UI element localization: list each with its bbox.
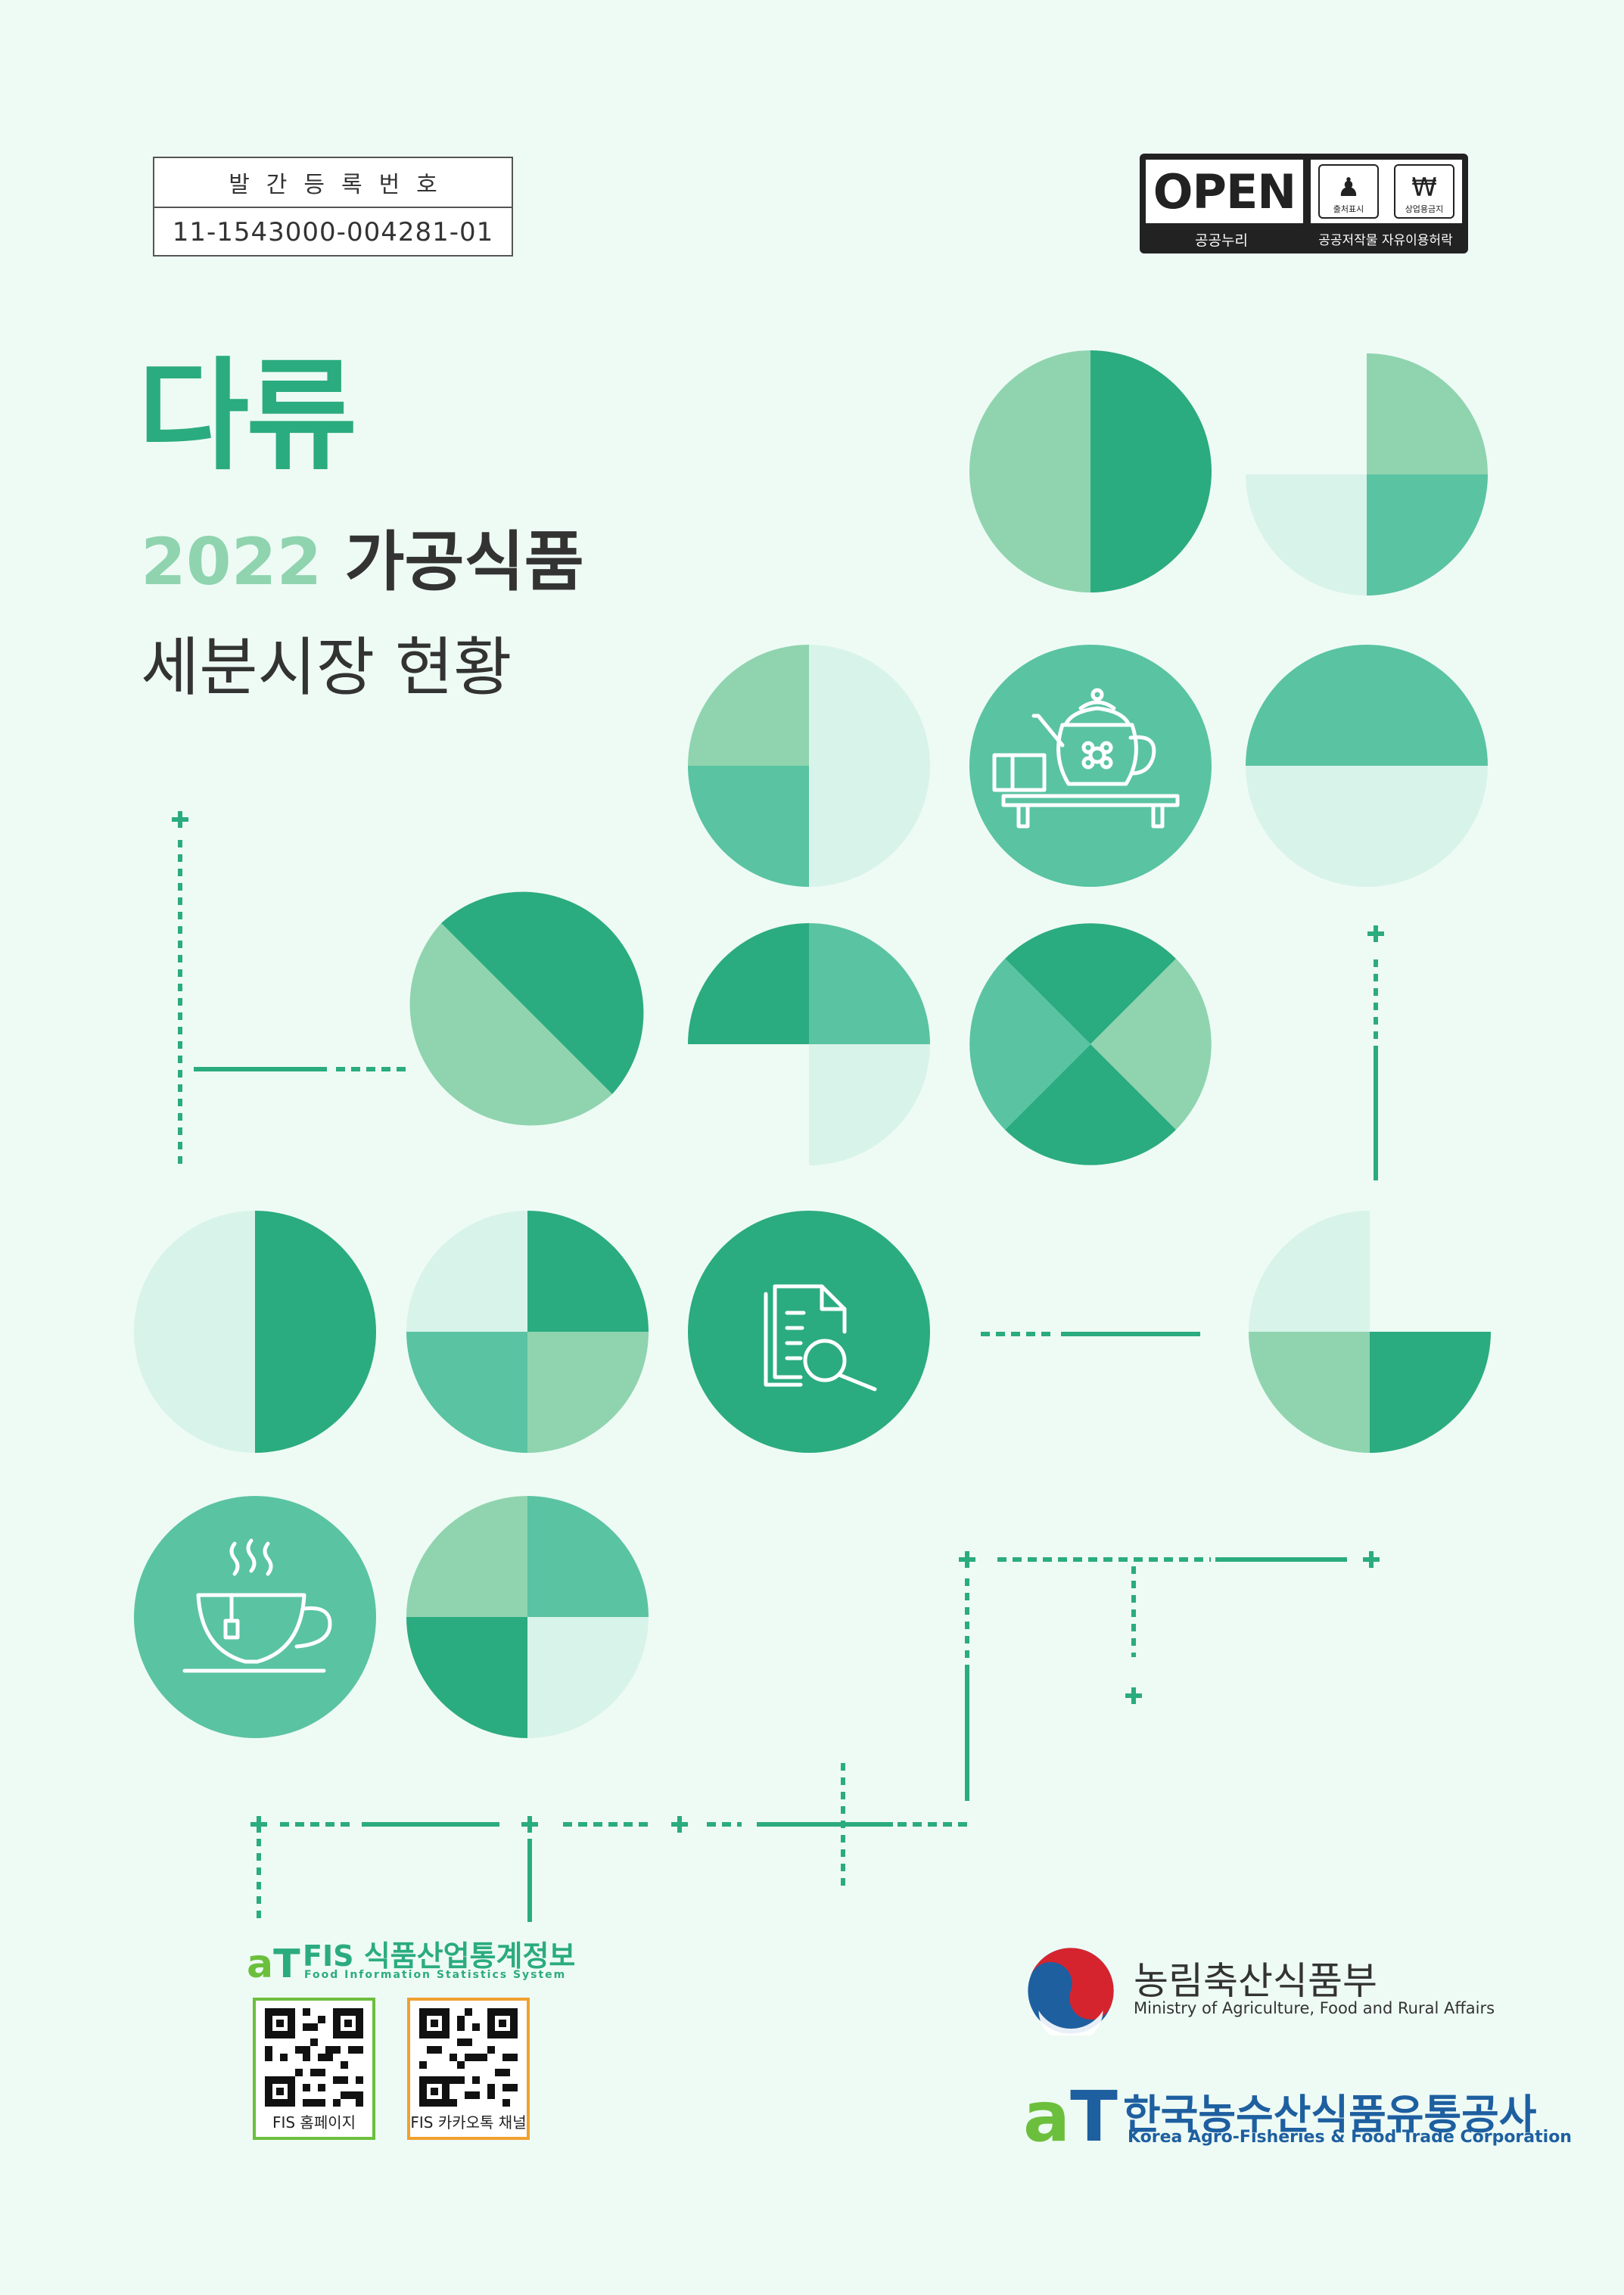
circle-three-quarter-b — [688, 923, 930, 1165]
registration-number: 11-1543000-004281-01 — [172, 217, 494, 247]
circle-quarters-a — [688, 645, 930, 887]
tea-cup-icon — [182, 1538, 332, 1673]
document-search-icon — [764, 1284, 877, 1392]
circle-half-horizontal — [1246, 645, 1488, 887]
no-commercial-icon: ₩ 상업용금지 — [1394, 164, 1454, 219]
circle-x-split — [969, 923, 1212, 1165]
person-icon: ♟ 출처표시 — [1318, 164, 1379, 219]
report-year: 2022 — [141, 524, 322, 600]
plus-mark — [172, 811, 188, 828]
circle-three-quarter — [1246, 353, 1488, 596]
registration-label: 발간등록번호 — [154, 158, 512, 208]
plus-mark — [1363, 1551, 1380, 1568]
fis-at-logo: aT — [247, 1942, 300, 1987]
circle-half-vertical-b — [134, 1211, 376, 1453]
plus-mark — [671, 1816, 688, 1833]
fis-subtitle: Food Information Statistics System — [304, 1969, 567, 1981]
report-category: 가공식품 — [344, 524, 584, 600]
qr-code-icon — [265, 2008, 363, 2107]
open-logo: OPEN — [1146, 160, 1303, 223]
plus-mark — [1367, 925, 1384, 942]
tea-cup-circle — [134, 1496, 376, 1738]
open-license-badge: OPEN ♟ 출처표시 ₩ 상업용금지 공공누리 공공저작물 자유이용허락 — [1140, 154, 1468, 253]
fis-homepage-qr[interactable]: FIS 홈페이지 — [253, 1998, 375, 2140]
qr-code-icon — [419, 2008, 518, 2107]
icon2-label: 상업용금지 — [1405, 204, 1444, 214]
ministry-name-en: Ministry of Agriculture, Food and Rural … — [1134, 1999, 1495, 2017]
plus-mark — [959, 1551, 975, 1568]
circle-quarters-c — [406, 1496, 649, 1738]
circle-half-vertical — [969, 350, 1212, 592]
report-year-category: 2022 가공식품 — [141, 530, 584, 595]
plus-mark — [1125, 1687, 1142, 1704]
fis-title: FIS 식품산업통계정보 — [303, 1939, 576, 1973]
plus-mark — [521, 1816, 538, 1833]
report-subtitle: 세분시장 현황 — [141, 630, 512, 704]
circle-three-quarter-c — [1249, 1211, 1491, 1453]
registration-box: 발간등록번호 11-1543000-004281-01 — [153, 157, 513, 257]
ministry-name: 농림축산식품부 — [1134, 1959, 1377, 2003]
fis-kakao-qr[interactable]: FIS 카카오톡 채널 — [407, 1998, 530, 2140]
page-title: 다류 — [138, 345, 357, 487]
icon1-label: 출처표시 — [1333, 204, 1364, 214]
qr2-caption: FIS 카카오톡 채널 — [410, 2113, 527, 2132]
plus-mark — [250, 1816, 267, 1833]
circle-diagonal-split — [409, 891, 644, 1126]
at-name-en: Korea Agro-Fisheries & Food Trade Corpor… — [1128, 2128, 1572, 2147]
teapot-icon — [992, 688, 1180, 829]
license-icons: ♟ 출처표시 ₩ 상업용금지 — [1311, 160, 1462, 223]
at-name: 한국농수산식품유통공사 — [1123, 2091, 1537, 2138]
at-logo: aT — [1023, 2076, 1118, 2157]
circle-quarters-b — [406, 1211, 649, 1453]
open-caption-right: 공공저작물 자유이용허락 — [1318, 233, 1453, 248]
qr1-caption: FIS 홈페이지 — [272, 2113, 356, 2132]
document-search-circle — [688, 1211, 930, 1453]
taegeuk-emblem-icon — [1028, 1948, 1114, 2035]
open-caption-left: 공공누리 — [1195, 232, 1248, 249]
